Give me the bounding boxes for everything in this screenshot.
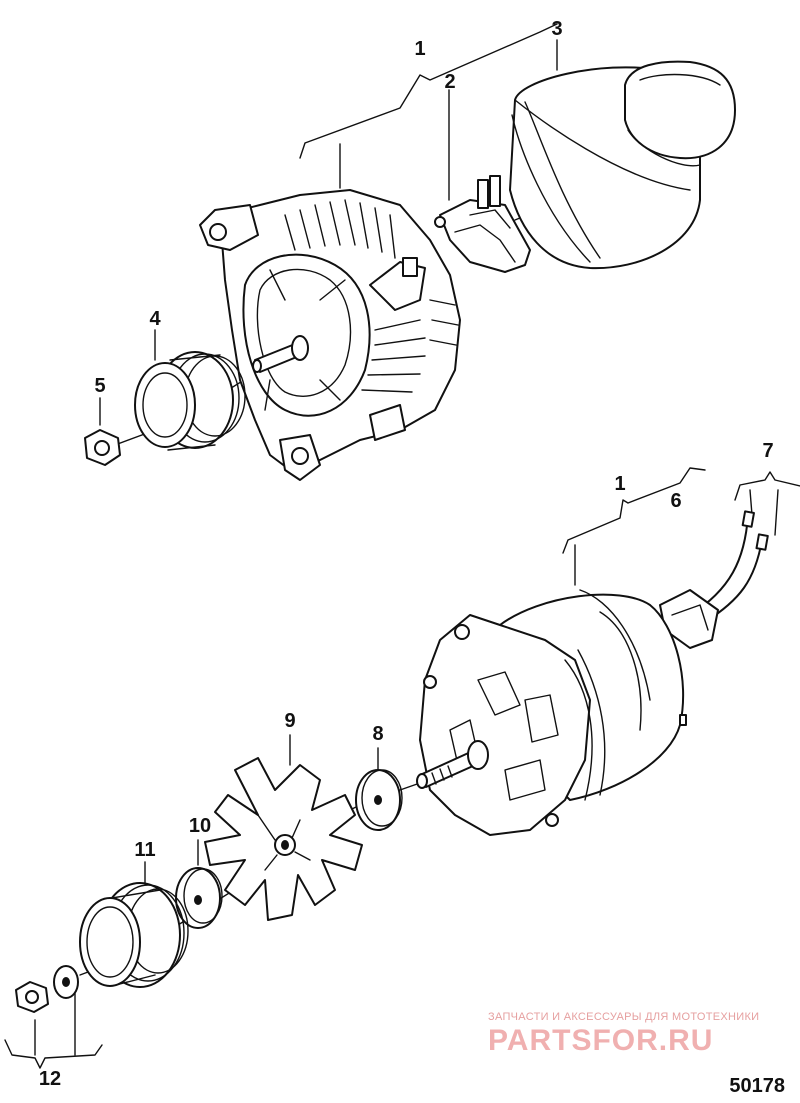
- diagram-reference-number: 50178: [729, 1075, 785, 1097]
- voltage-regulator: [434, 175, 531, 273]
- callout-2: 2: [444, 71, 455, 93]
- callout-6: 6: [670, 490, 681, 512]
- pulley-upper: [134, 351, 246, 451]
- lock-washer-and-nut: [15, 965, 79, 1013]
- pulley-lower: [79, 882, 189, 988]
- nut-upper: [84, 429, 121, 466]
- callout-7: 7: [762, 440, 773, 462]
- callout-labels: 1 2 3 4 5 1 6 7 8 9 10 11 12: [39, 18, 774, 1090]
- alternator-upper: [199, 189, 461, 481]
- callout-9: 9: [284, 710, 295, 732]
- callout-12: 12: [39, 1068, 61, 1090]
- callout-4: 4: [149, 308, 161, 330]
- watermark-logo: PARTSFOR.RU: [488, 1024, 713, 1057]
- callout-5: 5: [94, 375, 105, 397]
- spacer-washer: [355, 769, 403, 831]
- callout-11: 11: [134, 839, 155, 861]
- callout-3: 3: [551, 18, 562, 40]
- callout-1-top: 1: [414, 38, 425, 60]
- watermark-tagline: ЗАПЧАСТИ И АКСЕССУАРЫ ДЛЯ МОТОТЕХНИКИ: [488, 1011, 759, 1023]
- cooling-fan: [204, 757, 363, 921]
- callout-10: 10: [189, 815, 211, 837]
- watermark: ЗАПЧАСТИ И АКСЕССУАРЫ ДЛЯ МОТОТЕХНИКИ PA…: [488, 1011, 759, 1057]
- callout-1-bottom: 1: [614, 473, 625, 495]
- wiring-harness: [659, 510, 769, 649]
- callout-8: 8: [372, 723, 383, 745]
- rear-cover: [509, 60, 736, 270]
- alternator-lower: [416, 589, 687, 836]
